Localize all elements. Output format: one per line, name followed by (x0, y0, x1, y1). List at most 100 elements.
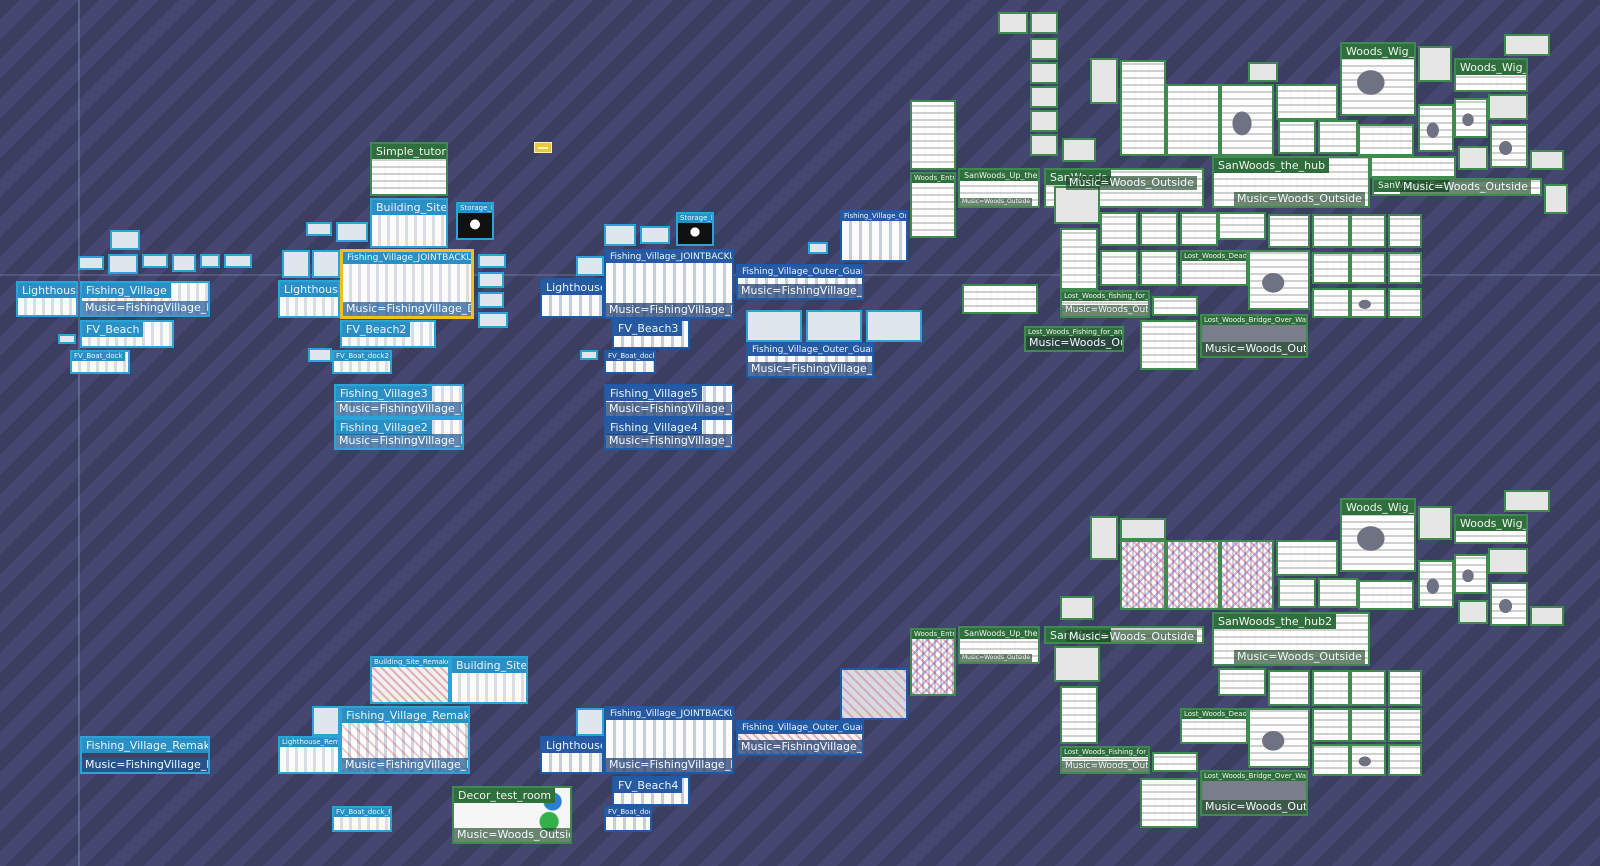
room-woods-thumb[interactable] (1312, 288, 1350, 318)
room-woods-thumb[interactable] (1312, 708, 1350, 742)
room-thumb[interactable] (142, 254, 168, 268)
room-woods-thumb[interactable] (1140, 250, 1178, 286)
room-woods-thumb[interactable] (1180, 212, 1218, 246)
room-sanwoods-up-the-hill2[interactable]: SanWoods_Up_the_hill2 Music=Woods_Outsid… (958, 626, 1040, 664)
room-thumb[interactable] (1544, 184, 1568, 214)
room-fv-outer-guard-post3[interactable]: Fishing_Village_Outer_Guard_Post3 Music=… (736, 720, 864, 756)
room-thumb[interactable] (1418, 46, 1452, 82)
room-woods-thumb[interactable] (1220, 84, 1274, 156)
room-woods-thumb[interactable] (1268, 214, 1310, 248)
room-woods-wig-boss2[interactable]: Woods_Wig_Boss2 (1340, 498, 1416, 572)
room-thumb[interactable] (576, 708, 604, 736)
room-thumb[interactable] (1120, 518, 1166, 540)
room-woods-thumb[interactable] (910, 100, 956, 170)
room-woods-thumb[interactable] (1220, 540, 1274, 610)
room-sanwoods-lower[interactable]: SanWoods Music=Woods_Outside (1044, 626, 1204, 644)
room-woods-wig-12[interactable]: Woods_Wig_12 (1454, 514, 1528, 544)
room-building-site[interactable]: Building_Site (370, 198, 448, 248)
room-woods-thumb[interactable] (1350, 214, 1386, 248)
room-thumb[interactable] (1054, 186, 1100, 224)
room-woods-thumb[interactable] (1152, 296, 1198, 316)
room-woods-thumb[interactable] (1100, 212, 1138, 246)
room-thumb[interactable] (1062, 138, 1096, 162)
room-woods-thumb[interactable] (1318, 578, 1358, 608)
room-storage-hut2[interactable]: Storage_Hut2 (676, 212, 714, 246)
room-woods-thumb[interactable] (1218, 212, 1266, 240)
room-fv-beach[interactable]: FV_Beach (80, 320, 174, 348)
room-fishing-village4[interactable]: Fishing_Village4 Music=FishingVillage_Ni… (604, 418, 734, 450)
room-thumb[interactable] (478, 254, 506, 268)
room-thumb[interactable] (308, 348, 332, 362)
room-woods-thumb[interactable] (1350, 670, 1386, 706)
room-thumb[interactable] (478, 312, 508, 328)
room-thumb[interactable] (746, 310, 802, 342)
room-woods-thumb[interactable] (1350, 252, 1386, 284)
room-fishing-village-remake2[interactable]: Fishing_Village_Remake2 Music=FishingVil… (80, 736, 210, 774)
room-thumb[interactable] (200, 254, 220, 268)
room-fishing-village[interactable]: Fishing_Village Music=FishingVillage_Day (80, 281, 210, 317)
room-thumb[interactable] (1030, 110, 1058, 132)
room-thumb[interactable] (306, 222, 332, 236)
room-woods-thumb[interactable] (1312, 252, 1350, 284)
room-thumb[interactable] (1030, 38, 1058, 60)
room-thumb[interactable] (478, 292, 504, 308)
room-thumb[interactable] (1054, 646, 1100, 682)
room-thumb[interactable] (1248, 62, 1278, 82)
room-thumb[interactable] (806, 310, 862, 342)
room-woods-thumb[interactable] (1140, 778, 1198, 828)
room-fishing-village-jointbackup-night2[interactable]: Fishing_Village_JOINTBACKUP_Night2 Music… (604, 706, 734, 774)
room-woods-thumb[interactable] (1418, 104, 1454, 152)
room-woods-thumb[interactable] (1388, 670, 1422, 706)
room-lost-woods-fishing-for-answers[interactable]: Lost_Woods_fishing_for_answers Music=Woo… (1060, 290, 1150, 318)
room-thumb[interactable] (1530, 606, 1564, 626)
room-fishing-village2[interactable]: Fishing_Village2 Music=FishingVillage_Da… (334, 418, 464, 450)
room-building-site3[interactable]: Building_Site3 (450, 656, 528, 704)
room-woods-thumb[interactable] (1166, 540, 1220, 610)
room-lighthouse7[interactable]: Lighthouse7 (540, 736, 604, 774)
room-sanwoods[interactable]: SanWoods Music=Woods_Outside (1044, 168, 1204, 208)
room-woods-thumb[interactable] (1418, 560, 1454, 608)
room-sanwoods-fire[interactable]: SanWoods_Fire Music=Woods_Outside (1372, 178, 1542, 196)
room-woods-thumb[interactable] (1140, 212, 1178, 246)
room-woods-thumb[interactable] (1060, 686, 1098, 744)
room-thumb[interactable] (78, 256, 104, 270)
room-thumb[interactable] (1458, 600, 1488, 624)
room-fishing-village5[interactable]: Fishing_Village5 Music=FishingVillage_Ni… (604, 384, 734, 418)
room-thumb[interactable] (1030, 62, 1058, 84)
room-woods-wig-boss[interactable]: Woods_Wig_Boss (1340, 42, 1416, 116)
room-woods-thumb[interactable] (1268, 670, 1310, 706)
room-thumb[interactable] (1090, 58, 1118, 104)
room-thumb[interactable] (224, 254, 252, 268)
room-thumb[interactable] (58, 334, 76, 344)
room-lost-woods-fishing-for-answers-b[interactable]: Lost_Woods_Fishing_for_answers Music=Woo… (1024, 326, 1124, 352)
room-thumb[interactable] (312, 250, 340, 278)
room-building-site-remake[interactable]: Building_Site_Remake (370, 656, 450, 704)
room-fv-boat-dock4[interactable]: FV_Boat_dock4 (604, 806, 652, 832)
room-woods-thumb[interactable] (1490, 582, 1528, 626)
room-woods-thumb[interactable] (1350, 288, 1386, 318)
room-sanwoods-up-the-hill[interactable]: SanWoods_Up_the_hill Music=Woods_Outside (958, 168, 1040, 208)
room-thumb[interactable] (336, 222, 368, 242)
room-lost-woods-fishing-for-answers2[interactable]: Lost_Woods_Fishing_for_answers2 Music=Wo… (1060, 746, 1150, 774)
room-thumb[interactable] (312, 706, 340, 736)
room-thumb[interactable] (1504, 34, 1550, 56)
room-thumb[interactable] (1090, 516, 1118, 560)
room-woods-thumb[interactable] (1276, 84, 1338, 120)
room-woods-thumb[interactable] (1278, 578, 1316, 608)
room-woods-thumb[interactable] (1152, 752, 1198, 772)
room-thumb[interactable] (640, 226, 670, 244)
room-woods-entrance[interactable]: Woods_Entrance (910, 172, 956, 238)
room-fv-outer-bridge2[interactable] (840, 668, 908, 720)
room-woods-thumb[interactable] (1312, 744, 1350, 776)
room-thumb[interactable] (478, 272, 504, 288)
room-fv-outer-guard-post2[interactable]: Fishing_Village_Outer_Guard_Post2 Music=… (746, 342, 874, 378)
room-woods-thumb[interactable] (1358, 124, 1414, 156)
room-sanwoods-the-hub2[interactable]: SanWoods_the_hub2 Music=Woods_Outside (1212, 612, 1370, 666)
room-woods-wig-8[interactable]: Woods_Wig_8 (1454, 58, 1528, 92)
room-fishing-village-jointbackup-day-selected[interactable]: Fishing_Village_JOINTBACKUP_Day Music=Fi… (340, 249, 474, 319)
room-woods-entrance2[interactable]: Woods_Entrance2 (910, 628, 956, 696)
room-thumb[interactable] (1530, 150, 1564, 170)
room-thumb[interactable] (576, 256, 604, 276)
room-woods-thumb[interactable] (1312, 670, 1350, 706)
room-lost-woods-dead-end[interactable]: Lost_Woods_Dead_End (1180, 250, 1248, 286)
